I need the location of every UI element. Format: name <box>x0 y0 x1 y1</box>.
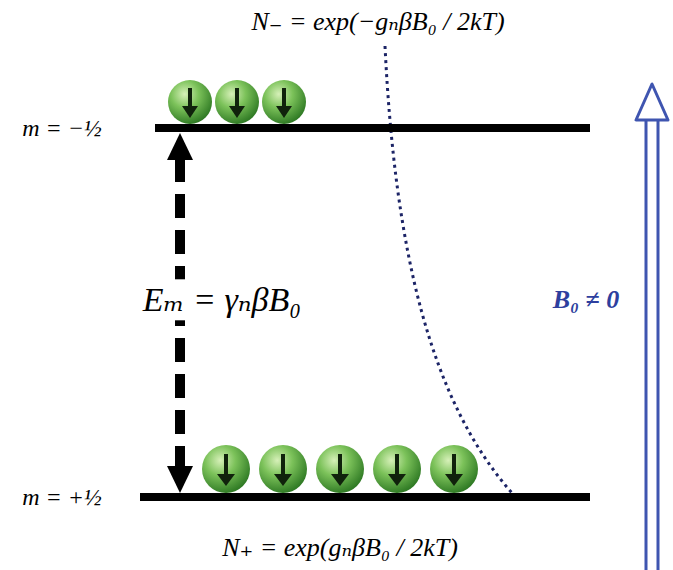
population-formula-holder: N₊ = exp(gₙβB₀ / 2kT) <box>222 534 458 563</box>
population-curve <box>385 46 512 493</box>
field-arrow <box>636 84 668 570</box>
upper-level-line <box>155 124 590 132</box>
level-label: m = −½ <box>22 115 102 141</box>
level-label: m = +½ <box>22 484 102 510</box>
level-label-holder: m = −½ <box>22 115 102 141</box>
energy-formula: Eₘ = γₙβB₀ <box>137 279 307 320</box>
population-formula: N₊ = exp(gₙβB₀ / 2kT) <box>222 534 458 563</box>
lower-level-line <box>140 493 590 501</box>
level-label-holder: m = +½ <box>22 484 102 510</box>
lower-spins <box>202 445 478 493</box>
population-formula-holder: N₋ = exp(−gₙβB₀ / 2kT) <box>251 8 504 37</box>
population-formula: N₋ = exp(−gₙβB₀ / 2kT) <box>251 8 504 37</box>
field-label-holder: B₀ ≠ 0 <box>553 286 620 315</box>
upper-spins <box>168 80 306 124</box>
energy-formula-holder: Eₘ = γₙβB₀ <box>137 279 307 320</box>
field-label: B₀ ≠ 0 <box>553 286 620 315</box>
